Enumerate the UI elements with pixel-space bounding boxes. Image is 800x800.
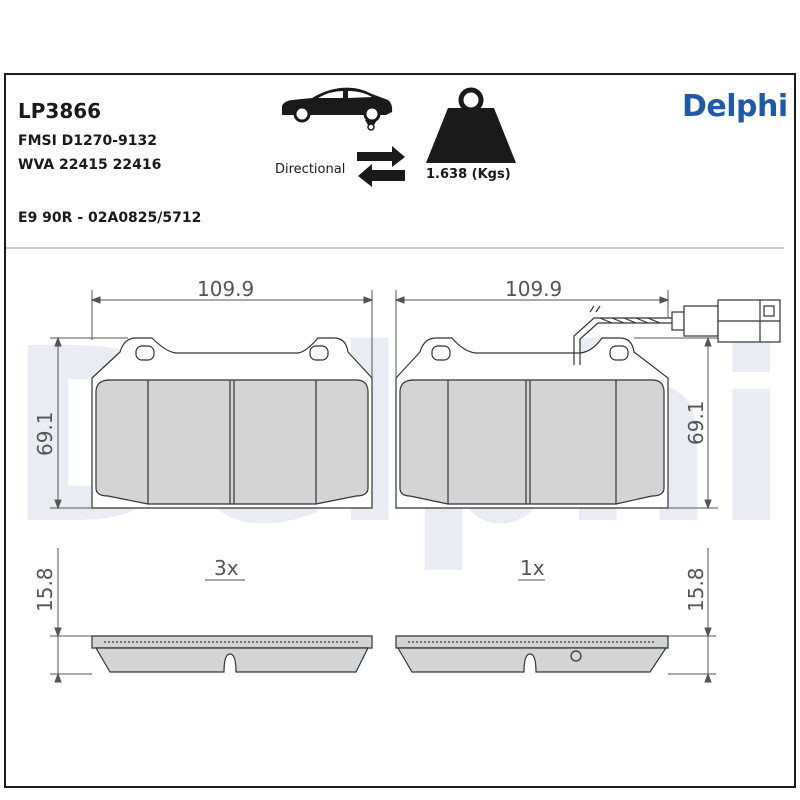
fmsi-code: FMSI D1270-9132 [18, 133, 158, 149]
pad-right-side [395, 635, 669, 673]
wear-sensor [573, 299, 781, 365]
ece-approval: E9 90R - 02A0825/5712 [18, 210, 202, 226]
thickness-left-label: 15.8 [33, 567, 57, 612]
direction-arrows-icon [357, 146, 405, 187]
width-left-label: 109.9 [197, 277, 254, 301]
brand-logo: Delphi [682, 89, 788, 124]
width-right-label: 109.9 [505, 277, 562, 301]
qty-left-label: 3x [214, 556, 239, 580]
height-left-label: 69.1 [33, 411, 57, 456]
car-icon [282, 87, 393, 131]
wva-code: WVA 22415 22416 [18, 157, 162, 173]
dimension-lines [50, 290, 718, 683]
weight-icon [426, 87, 516, 163]
directional-label: Directional [275, 162, 346, 177]
spec-sheet: LP3866 FMSI D1270-9132 WVA 22415 22416 E… [4, 73, 796, 788]
height-right-label: 69.1 [684, 400, 708, 445]
pad-left-front [91, 337, 373, 509]
pad-left-side [91, 635, 373, 673]
qty-right-label: 1x [520, 556, 545, 580]
thickness-right-label: 15.8 [684, 567, 708, 612]
part-number: LP3866 [18, 99, 102, 123]
pad-right-front [395, 337, 669, 509]
weight-label: 1.638 (Kgs) [426, 167, 511, 182]
